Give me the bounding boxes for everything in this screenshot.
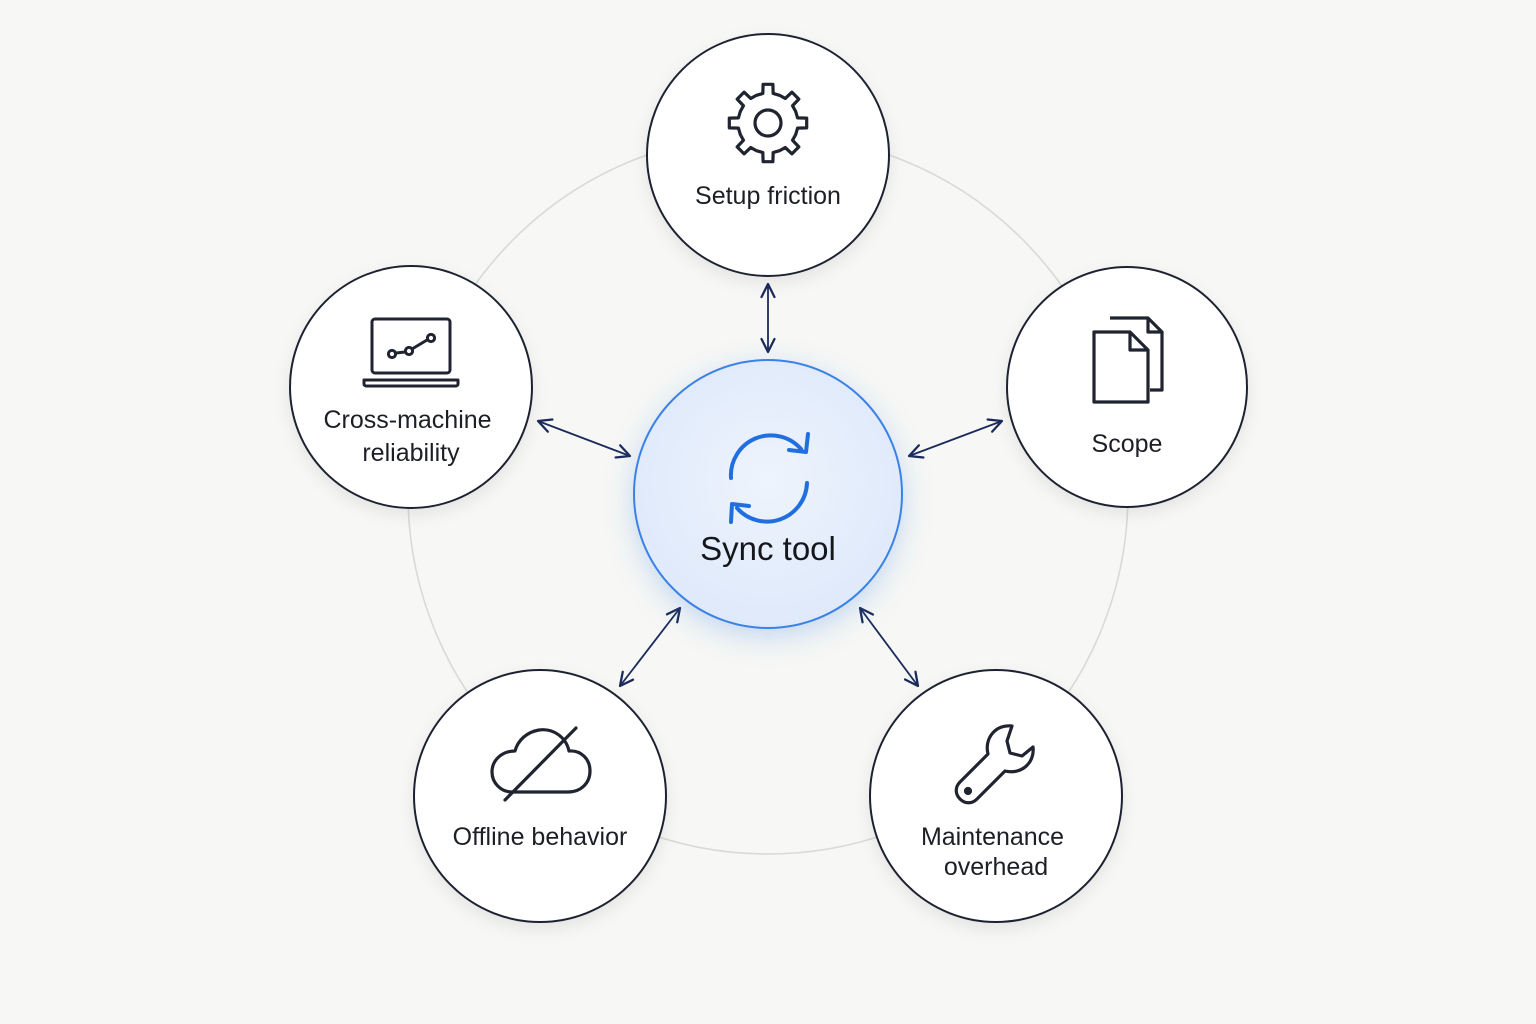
wrench-icon	[954, 724, 1035, 805]
node-maintenance-overhead: Maintenance overhead	[869, 669, 1123, 923]
scope-label: Scope	[1092, 430, 1163, 458]
documents-icon	[1092, 316, 1164, 404]
laptop-connection-icon	[362, 317, 460, 388]
sync-arrows-icon	[728, 432, 810, 524]
arrow-maintenance	[858, 606, 920, 688]
arrow-offline	[618, 606, 682, 688]
offline-behavior-label: Offline behavior	[453, 823, 628, 851]
sync-tool-label: Sync tool	[700, 530, 836, 567]
connector-arrows	[536, 282, 1004, 688]
arrow-scope	[907, 418, 1004, 459]
node-sync-tool: Sync tool	[633, 359, 903, 629]
maintenance-overhead-label: Maintenance overhead	[921, 823, 1071, 881]
node-setup-friction: Setup friction	[646, 33, 890, 277]
cloud-off-icon	[490, 726, 592, 802]
cross-machine-reliability-label: Cross-machine reliability	[323, 406, 498, 467]
arrow-cross-machine	[536, 418, 632, 459]
node-scope: Scope	[1006, 266, 1248, 508]
setup-friction-label: Setup friction	[695, 182, 841, 210]
node-cross-machine-reliability: Cross-machine reliability	[289, 265, 533, 509]
node-offline-behavior: Offline behavior	[413, 669, 667, 923]
gear-icon	[727, 82, 809, 164]
